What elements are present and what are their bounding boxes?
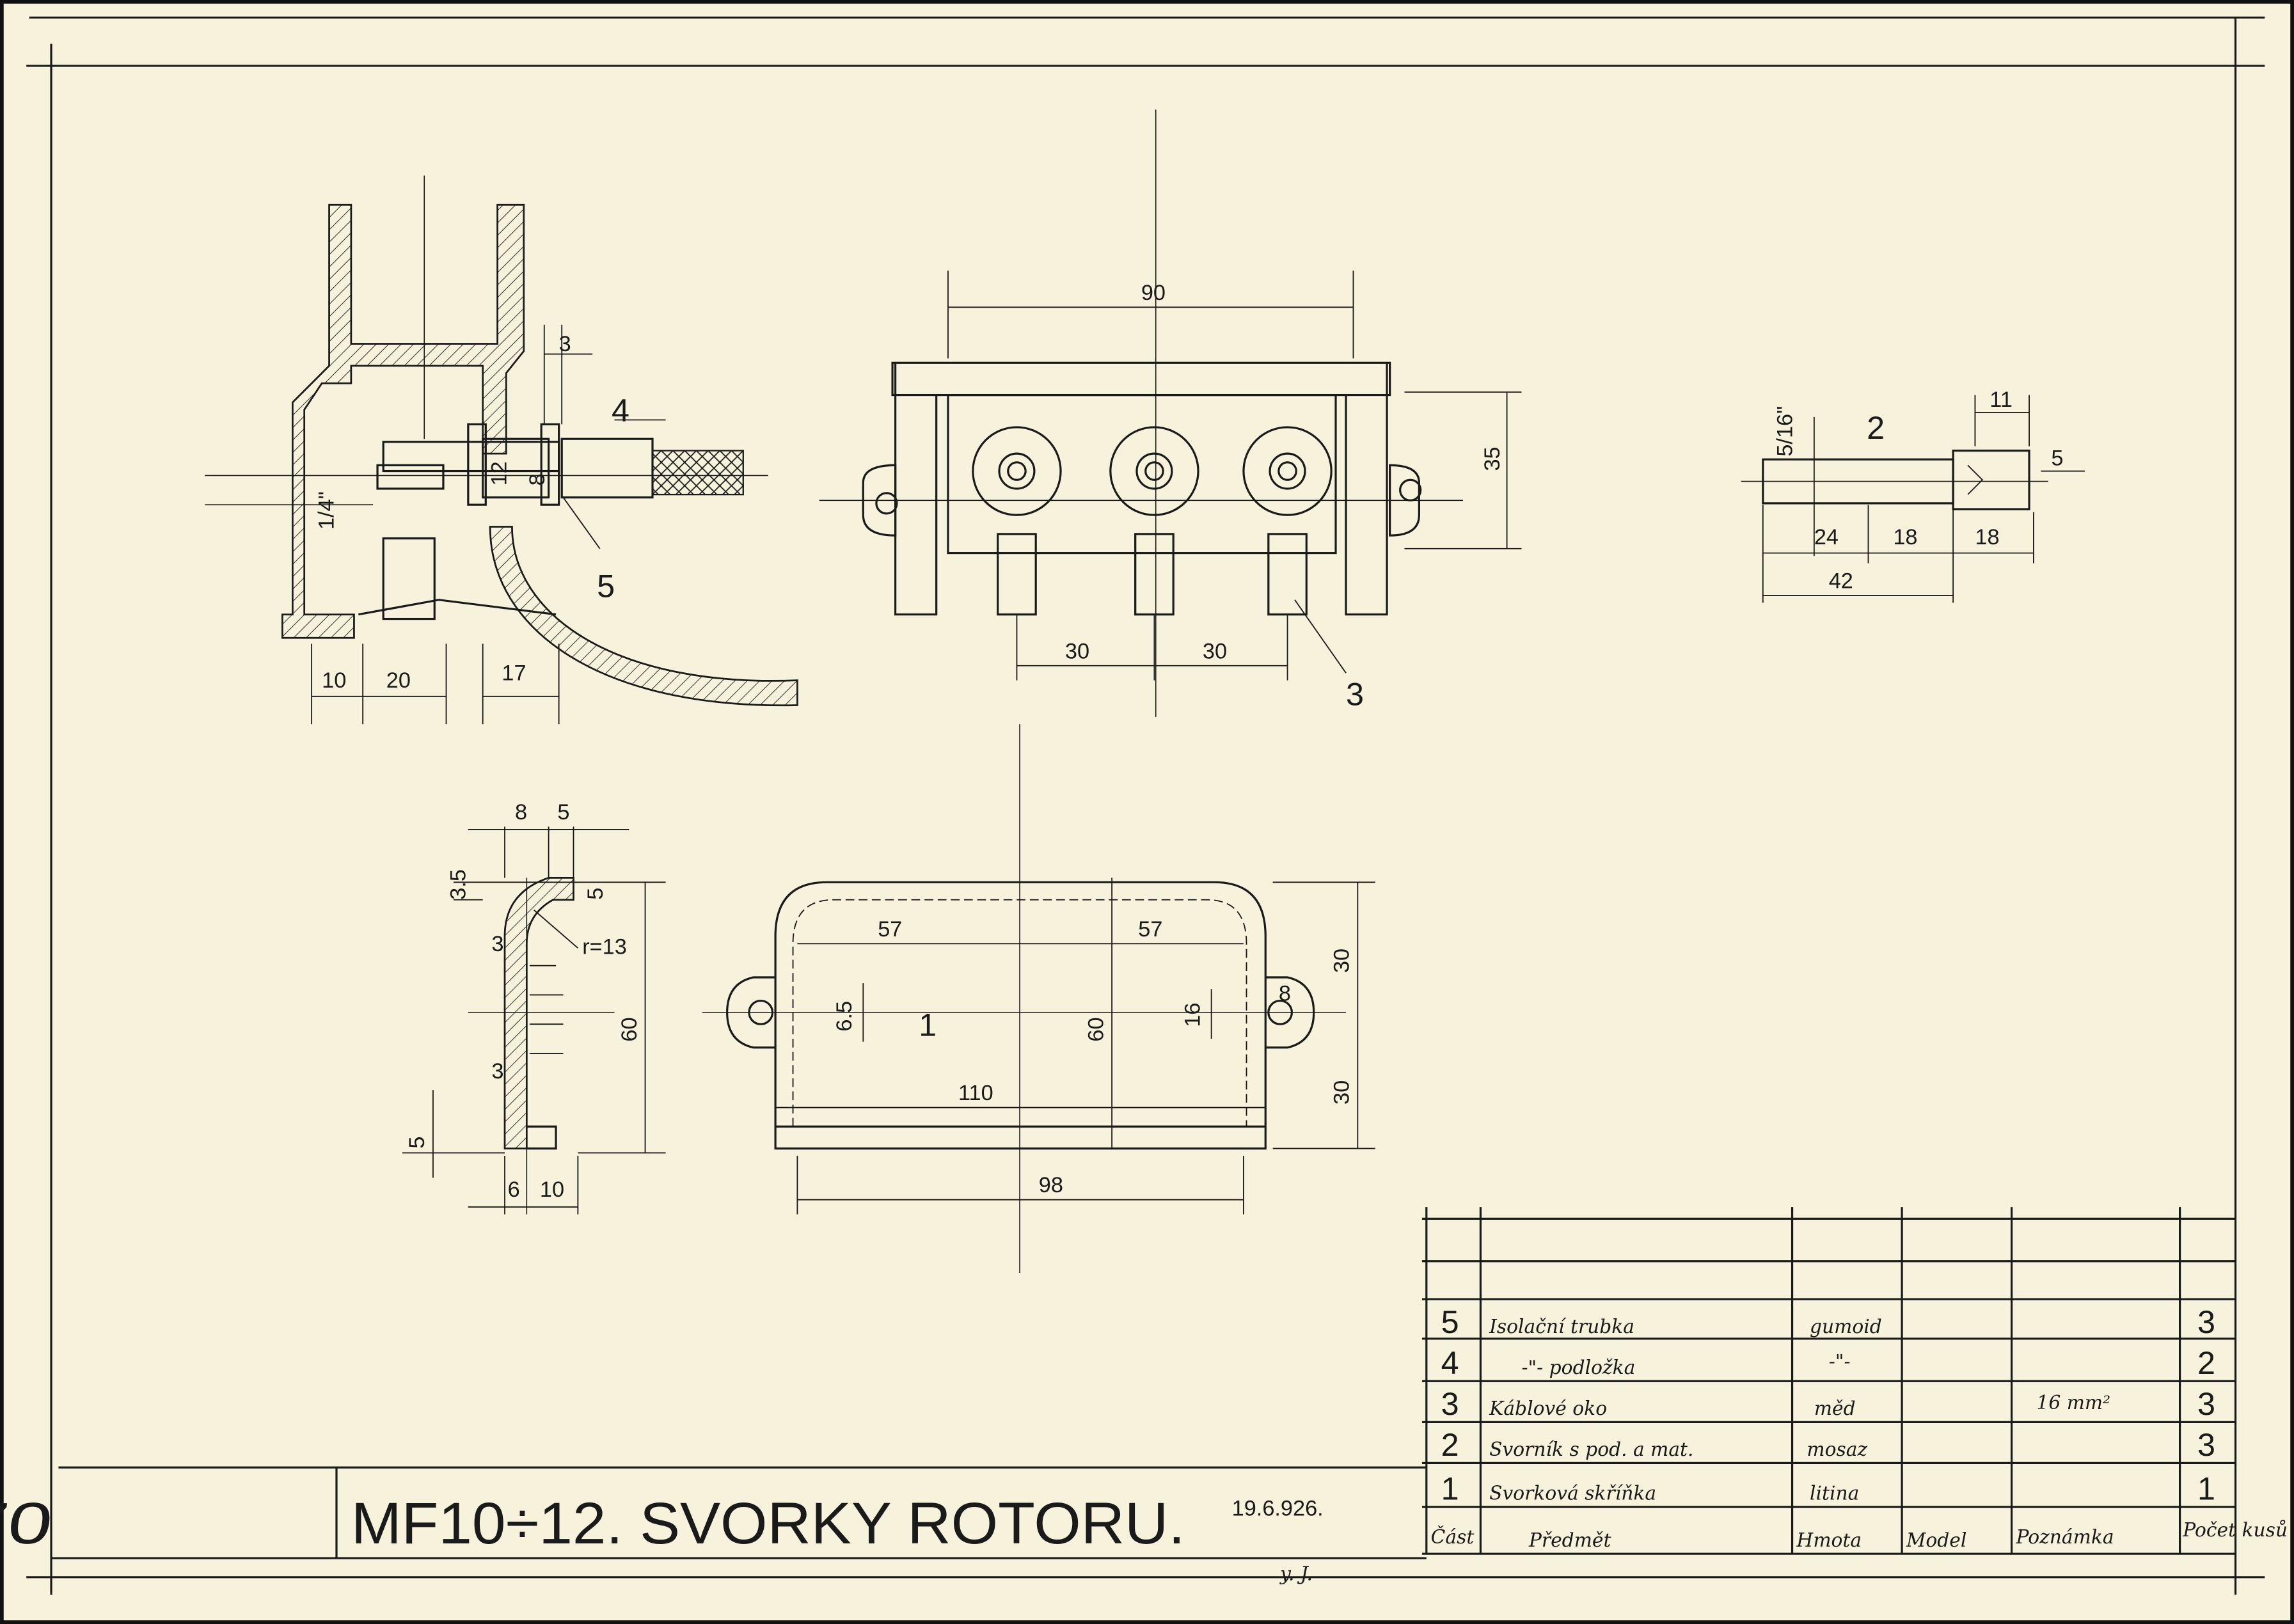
bolt-view: 2 5/16" 11 5 24 18 18 42 <box>1741 388 2085 603</box>
part-number: 2 <box>1441 1426 1459 1463</box>
dim-label: 18 <box>1893 525 1917 549</box>
part-qty: 1 <box>2197 1470 2215 1507</box>
dim-label: 60 <box>617 1017 642 1041</box>
part-number: 5 <box>1441 1304 1459 1340</box>
dim-label: 98 <box>1039 1173 1063 1197</box>
header-part: Část <box>1431 1525 1475 1549</box>
part-material: měd <box>1814 1398 1856 1420</box>
part-note: 16 mm² <box>2036 1392 2110 1414</box>
parts-list: 5 Isolační trubka gumoid 3 4 -"- podložk… <box>1421 1207 2288 1555</box>
dim-label: 110 <box>958 1081 993 1105</box>
dim-label: 12 <box>487 461 511 485</box>
callout-4: 4 <box>612 392 629 429</box>
section-view: 3 10 20 17 1/4" 12 8 4 5 <box>205 175 798 725</box>
dim-label: r=13 <box>582 934 627 959</box>
parts-row: 5 Isolační trubka gumoid 3 <box>1441 1304 2215 1340</box>
dim-label: 20 <box>386 668 411 693</box>
part-qty: 3 <box>2197 1426 2215 1463</box>
dim-label: 8 <box>525 473 550 485</box>
profile-view: 8 5 3.5 5 3 r=13 60 3 5 6 10 <box>402 800 666 1215</box>
dim-label: 5 <box>557 800 569 824</box>
dim-label: 30 <box>1203 639 1227 663</box>
drawing-title: MF10÷12. SVORKY ROTORU. <box>351 1491 1185 1556</box>
header-note: Poznámka <box>2015 1526 2114 1549</box>
dim-label: 6.5 <box>832 1001 857 1032</box>
dim-label: 30 <box>1065 639 1089 663</box>
parts-header: Část Předmět Hmota Model Poznámka Počet … <box>1431 1519 2288 1552</box>
title-block: 7770 MF10÷12. SVORKY ROTORU. 19.6.926. y… <box>0 1466 1427 1585</box>
dim-label: 5 <box>583 888 608 900</box>
dim-label: 5/16" <box>1773 406 1798 457</box>
front-view: 90 35 30 30 3 <box>819 109 1522 717</box>
part-number: 4 <box>1441 1344 1459 1381</box>
header-material: Hmota <box>1796 1529 1862 1552</box>
dim-label: 42 <box>1829 569 1853 594</box>
header-item: Předmět <box>1528 1529 1611 1552</box>
dim-label: 30 <box>1330 1080 1354 1105</box>
dim-label: 5 <box>405 1137 429 1149</box>
part-qty: 2 <box>2197 1344 2215 1381</box>
dim-label: 18 <box>1975 525 1999 549</box>
dim-label: 8 <box>515 800 527 824</box>
signature: y. J. <box>1279 1563 1313 1585</box>
dim-label: 90 <box>1141 281 1166 305</box>
dim-label: 3 <box>491 1059 503 1084</box>
dim-label: 6 <box>508 1178 520 1202</box>
part-qty: 3 <box>2197 1385 2215 1422</box>
callout-3: 3 <box>1346 676 1364 713</box>
dim-label: 24 <box>1814 525 1839 549</box>
dim-label: 10 <box>322 668 346 693</box>
part-item: -"- podložka <box>1521 1357 1635 1379</box>
dim-label: 5 <box>2051 446 2063 470</box>
drawing-frame <box>26 16 2265 1595</box>
drawing-number: 7770 <box>0 1492 57 1557</box>
callout-5: 5 <box>597 567 615 604</box>
dim-label: 3 <box>559 332 571 356</box>
drawing-date: 19.6.926. <box>1232 1497 1324 1521</box>
dim-label: 8 <box>1279 982 1291 1006</box>
callout-2: 2 <box>1867 409 1885 446</box>
part-material: litina <box>1810 1483 1859 1505</box>
dim-label: 10 <box>540 1178 564 1202</box>
dim-label: 57 <box>878 917 902 942</box>
part-item: Isolační trubka <box>1489 1316 1634 1338</box>
dim-label: 57 <box>1138 917 1162 942</box>
part-material: mosaz <box>1807 1439 1867 1461</box>
part-number: 1 <box>1441 1470 1459 1507</box>
dim-label: 3.5 <box>446 869 470 900</box>
callout-1: 1 <box>919 1006 937 1043</box>
dim-label: 17 <box>502 661 526 686</box>
header-model: Model <box>1906 1529 1966 1552</box>
dim-label: 1/4" <box>314 491 338 530</box>
part-number: 3 <box>1441 1385 1459 1422</box>
parts-row: 2 Svorník s pod. a mat. mosaz 3 <box>1441 1426 2215 1463</box>
part-item: Káblové oko <box>1489 1398 1607 1420</box>
parts-row: 3 Káblové oko měd 16 mm² 3 <box>1441 1385 2215 1422</box>
dim-label: 11 <box>1989 388 2013 412</box>
header-qty: Počet kusů <box>2182 1519 2288 1541</box>
dim-label: 3 <box>491 932 503 956</box>
part-item: Svorník s pod. a mat. <box>1489 1439 1693 1461</box>
part-qty: 3 <box>2197 1304 2215 1340</box>
part-item: Svorková skříňka <box>1489 1483 1656 1505</box>
box-view: 1 57 57 6.5 60 16 8 110 30 30 98 <box>702 724 1375 1273</box>
part-material: gumoid <box>1810 1316 1882 1338</box>
parts-row: 4 -"- podložka -"- 2 <box>1441 1344 2215 1381</box>
dim-label: 60 <box>1084 1017 1108 1041</box>
part-material: -"- <box>1829 1351 1851 1373</box>
parts-row: 1 Svorková skříňka litina 1 <box>1441 1470 2215 1507</box>
dim-label: 30 <box>1330 949 1354 973</box>
dim-label: 16 <box>1180 1003 1205 1027</box>
dim-label: 35 <box>1480 446 1505 471</box>
